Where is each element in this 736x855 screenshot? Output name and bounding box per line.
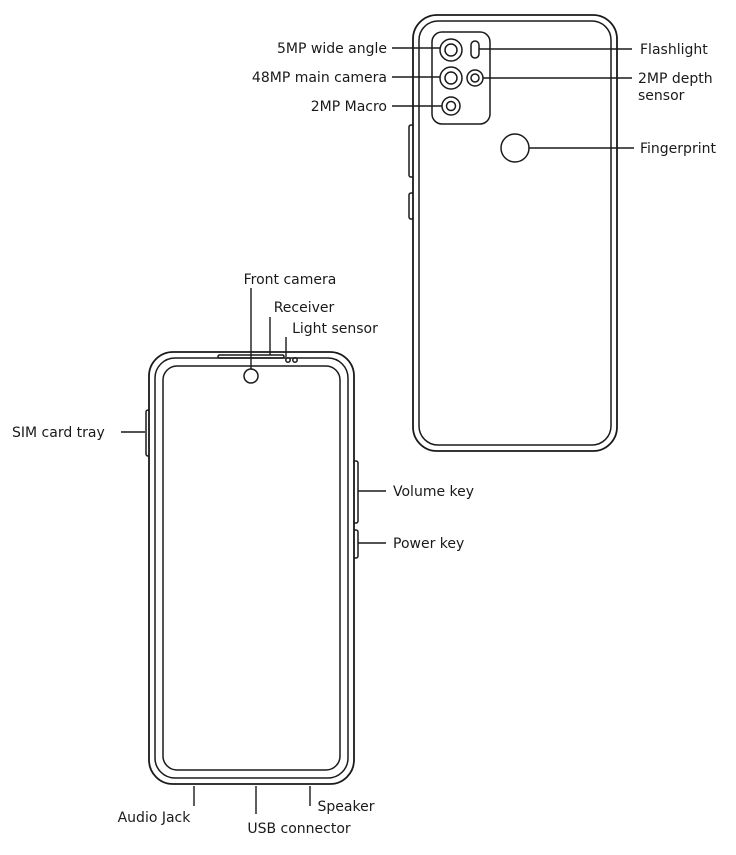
light-sensor (285, 357, 291, 363)
label-front-camera: Front camera (244, 272, 337, 288)
label-flashlight: Flashlight (640, 42, 708, 58)
label-audio-jack: Audio Jack (118, 810, 192, 826)
label-depth-sensor-line2: sensor (638, 88, 685, 104)
label-depth-sensor: 2MP depth (638, 71, 713, 87)
phone-back-view: 5MP wide angle 48MP main camera 2MP Macr… (252, 14, 716, 452)
label-sim-tray: SIM card tray (12, 425, 105, 441)
label-receiver: Receiver (274, 300, 335, 316)
back-phone-body (412, 14, 618, 452)
label-volume-key: Volume key (393, 484, 474, 500)
phone-front-view: Front camera Receiver Light sensor SIM c… (12, 272, 474, 837)
main-camera-lens (439, 66, 463, 90)
label-usb-connector: USB connector (247, 821, 351, 837)
label-light-sensor: Light sensor (292, 321, 378, 337)
label-main-camera: 48MP main camera (252, 70, 387, 86)
label-wide-angle: 5MP wide angle (277, 41, 387, 57)
label-fingerprint: Fingerprint (640, 141, 716, 157)
front-phone-body (148, 351, 355, 785)
label-macro: 2MP Macro (311, 99, 387, 115)
label-speaker: Speaker (318, 799, 375, 815)
back-phone-inner-edge (418, 20, 612, 446)
light-sensor-2 (292, 357, 298, 363)
wide-angle-lens (439, 38, 463, 62)
label-power-key: Power key (393, 536, 464, 552)
